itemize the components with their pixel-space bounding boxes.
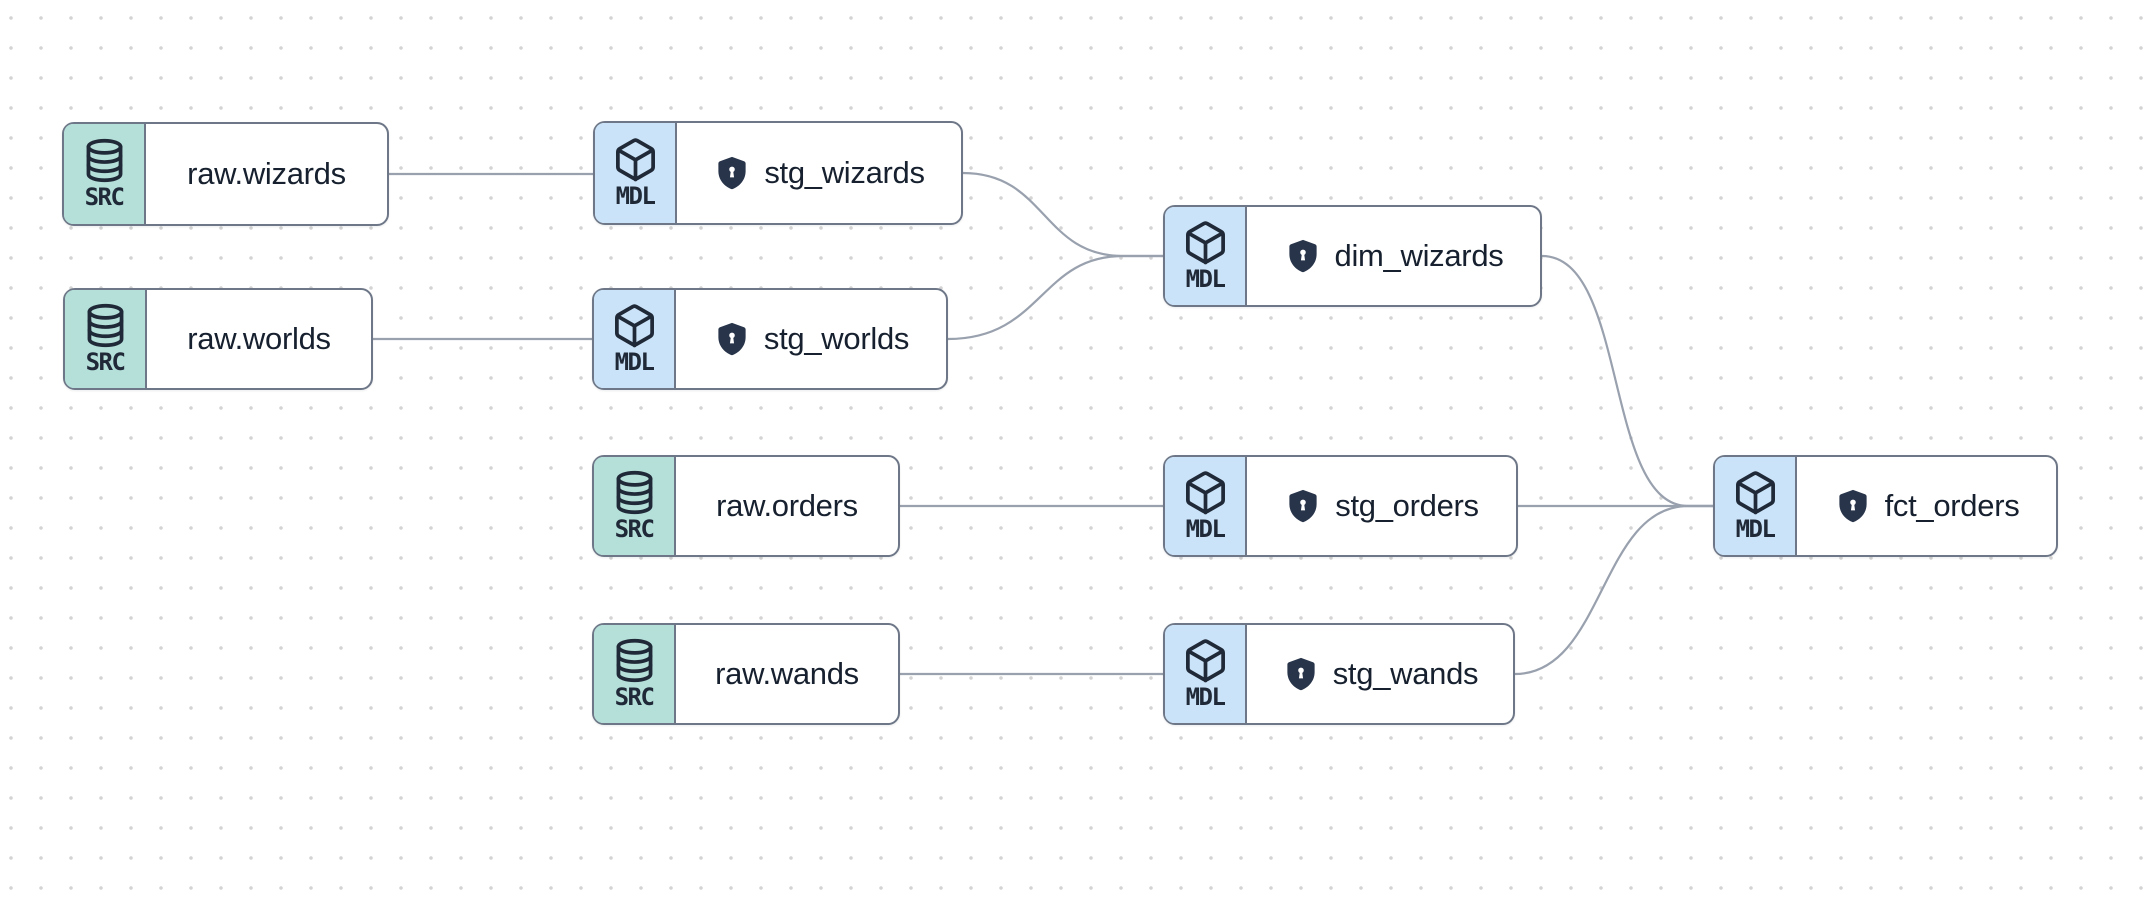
database-icon: [611, 637, 658, 684]
node-body: raw.worlds: [147, 290, 371, 388]
cube-icon: [612, 136, 659, 183]
edge-stg_wizards-to-dim_wizards: [962, 171, 1163, 258]
shield-lock-icon: [1282, 655, 1320, 693]
shield-lock-icon: [713, 154, 751, 192]
node-type-label: MDL: [1185, 514, 1226, 543]
node-body: raw.wands: [676, 625, 898, 723]
lineage-node-stg_worlds[interactable]: MDL stg_worlds: [592, 288, 948, 390]
node-title: raw.wands: [715, 656, 859, 691]
database-icon: [81, 137, 128, 184]
node-type-label: SRC: [85, 347, 126, 376]
lineage-node-dim_wizards[interactable]: MDL dim_wizards: [1163, 205, 1542, 307]
node-title: raw.wizards: [187, 156, 346, 191]
node-type-label: SRC: [614, 514, 655, 543]
node-type-label: SRC: [84, 182, 125, 211]
node-body: raw.wizards: [146, 124, 387, 224]
cube-icon: [1732, 469, 1779, 516]
node-title: raw.worlds: [187, 321, 331, 356]
node-type-badge: MDL: [1165, 207, 1247, 305]
node-type-badge: MDL: [594, 290, 676, 388]
node-title: stg_wizards: [764, 155, 925, 190]
node-type-badge: MDL: [1715, 457, 1797, 555]
node-body: stg_orders: [1247, 457, 1516, 555]
database-icon: [82, 302, 129, 349]
edge-stg_worlds-to-dim_wizards: [947, 254, 1163, 341]
node-body: stg_wizards: [677, 123, 961, 223]
cube-icon: [1182, 469, 1229, 516]
node-type-badge: MDL: [595, 123, 677, 223]
node-type-badge: SRC: [65, 290, 147, 388]
cube-icon: [1182, 219, 1229, 266]
node-type-badge: SRC: [594, 457, 676, 555]
node-type-label: MDL: [1735, 514, 1776, 543]
node-title: stg_wands: [1332, 656, 1479, 691]
lineage-node-fct_orders[interactable]: MDL fct_orders: [1713, 455, 2058, 557]
node-type-label: SRC: [614, 682, 655, 711]
lineage-node-raw_worlds[interactable]: SRC raw.worlds: [63, 288, 373, 390]
edge-dim_wizards-to-fct_orders: [1541, 254, 1713, 508]
node-type-label: MDL: [1185, 264, 1226, 293]
node-type-badge: MDL: [1165, 457, 1247, 555]
shield-lock-icon: [1834, 487, 1872, 525]
node-body: raw.orders: [676, 457, 898, 555]
lineage-node-stg_wizards[interactable]: MDL stg_wizards: [593, 121, 963, 225]
node-title: raw.orders: [716, 488, 858, 523]
database-icon: [611, 469, 658, 516]
shield-lock-icon: [1284, 487, 1322, 525]
node-type-badge: SRC: [594, 625, 676, 723]
node-title: stg_worlds: [763, 321, 910, 356]
lineage-node-raw_orders[interactable]: SRC raw.orders: [592, 455, 900, 557]
node-type-label: MDL: [614, 347, 655, 376]
node-type-label: MDL: [615, 181, 656, 210]
node-title: dim_wizards: [1334, 238, 1504, 273]
shield-lock-icon: [1284, 237, 1322, 275]
node-type-badge: MDL: [1165, 625, 1247, 723]
node-title: fct_orders: [1884, 488, 2020, 523]
cube-icon: [1182, 637, 1229, 684]
lineage-node-raw_wands[interactable]: SRC raw.wands: [592, 623, 900, 725]
node-type-label: MDL: [1185, 682, 1226, 711]
node-body: stg_worlds: [676, 290, 946, 388]
cube-icon: [611, 302, 658, 349]
node-body: stg_wands: [1247, 625, 1513, 723]
node-body: fct_orders: [1797, 457, 2056, 555]
node-title: stg_orders: [1335, 488, 1479, 523]
lineage-node-stg_orders[interactable]: MDL stg_orders: [1163, 455, 1518, 557]
edge-stg_wands-to-fct_orders: [1514, 504, 1713, 676]
node-body: dim_wizards: [1247, 207, 1540, 305]
shield-lock-icon: [713, 320, 751, 358]
lineage-node-raw_wizards[interactable]: SRC raw.wizards: [62, 122, 389, 226]
node-type-badge: SRC: [64, 124, 146, 224]
lineage-node-stg_wands[interactable]: MDL stg_wands: [1163, 623, 1515, 725]
